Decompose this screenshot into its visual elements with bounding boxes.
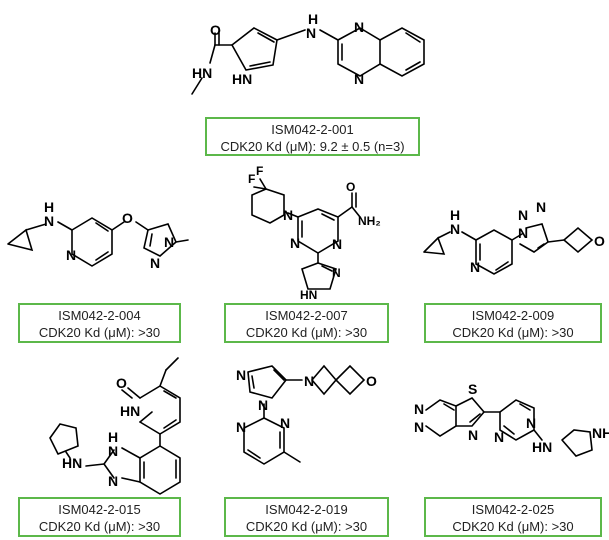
- svg-text:N: N: [280, 415, 290, 431]
- compound-activity: CDK20 Kd (μM): >30: [452, 325, 574, 340]
- svg-text:H: H: [308, 11, 318, 27]
- svg-text:N: N: [494, 429, 504, 445]
- compound-activity: CDK20 Kd (μM): >30: [245, 325, 368, 340]
- svg-text:N: N: [306, 25, 316, 41]
- svg-text:N: N: [518, 207, 528, 223]
- svg-text:S: S: [468, 381, 477, 397]
- svg-text:N: N: [108, 473, 118, 489]
- svg-text:O: O: [210, 22, 221, 38]
- svg-text:N: N: [108, 443, 118, 459]
- compound-id: ISM042-2-015: [58, 502, 141, 517]
- compound-id: ISM042-2-019: [265, 502, 348, 517]
- svg-text:O: O: [122, 210, 133, 226]
- svg-text:H: H: [108, 429, 118, 445]
- svg-text:N: N: [283, 207, 293, 223]
- svg-text:N: N: [66, 247, 76, 263]
- structure-009: H N N N N N O: [423, 199, 605, 275]
- svg-text:H: H: [450, 207, 460, 223]
- svg-text:N: N: [44, 213, 54, 229]
- svg-text:F: F: [248, 172, 255, 186]
- svg-text:O: O: [346, 180, 355, 194]
- compound-label-004: ISM042-2-004 CDK20 Kd (μM): >30: [18, 303, 181, 343]
- svg-text:HN: HN: [62, 455, 82, 471]
- compound-label-009: ISM042-2-009 CDK20 Kd (μM): >30: [424, 303, 602, 343]
- compound-id: ISM042-2-004: [58, 308, 141, 323]
- compound-activity: CDK20 Kd (μM): >30: [245, 519, 368, 534]
- svg-text:N: N: [354, 71, 364, 87]
- svg-text:NH: NH: [592, 425, 609, 441]
- svg-text:N: N: [258, 397, 268, 413]
- svg-text:O: O: [594, 233, 605, 249]
- compound-id: ISM042-2-009: [471, 308, 555, 323]
- svg-text:N: N: [290, 235, 300, 251]
- svg-text:N: N: [332, 236, 342, 252]
- compound-id: ISM042-2-001: [271, 122, 354, 137]
- svg-text:N: N: [164, 234, 174, 250]
- compound-label-015: ISM042-2-015 CDK20 Kd (μM): >30: [18, 497, 181, 537]
- compound-activity: CDK20 Kd (μM): 9.2 ± 0.5 (n=3): [220, 139, 405, 154]
- svg-text:N: N: [536, 199, 546, 215]
- svg-text:N: N: [414, 419, 424, 435]
- structure-007: F F N N N O NH₂ N HN: [248, 164, 381, 302]
- svg-text:N: N: [450, 221, 460, 237]
- svg-text:N: N: [354, 19, 364, 35]
- svg-text:N: N: [518, 225, 528, 241]
- compound-id: ISM042-2-025: [471, 502, 555, 517]
- svg-text:HN: HN: [120, 403, 140, 419]
- svg-text:NH₂: NH₂: [358, 214, 381, 228]
- structure-019: N N N O N N: [236, 364, 377, 465]
- compound-activity: CDK20 Kd (μM): >30: [452, 519, 574, 534]
- svg-text:HN: HN: [532, 439, 552, 455]
- svg-text:N: N: [470, 259, 480, 275]
- structure-004: H N N O N N: [7, 199, 189, 271]
- svg-text:N: N: [236, 367, 246, 383]
- svg-text:F: F: [256, 164, 263, 178]
- svg-text:N: N: [304, 373, 314, 389]
- svg-text:H: H: [44, 199, 54, 215]
- svg-text:HN: HN: [232, 71, 252, 87]
- compound-activity: CDK20 Kd (μM): >30: [38, 325, 161, 340]
- svg-text:N: N: [332, 266, 341, 280]
- svg-text:N: N: [526, 415, 536, 431]
- structure-001: O HN HN H N N N: [191, 11, 425, 95]
- svg-text:N: N: [236, 419, 246, 435]
- svg-text:O: O: [116, 375, 127, 391]
- compound-label-001: ISM042-2-001 CDK20 Kd (μM): 9.2 ± 0.5 (n…: [205, 117, 420, 156]
- svg-text:N: N: [414, 401, 424, 417]
- svg-text:HN: HN: [192, 65, 212, 81]
- compound-label-025: ISM042-2-025 CDK20 Kd (μM): >30: [424, 497, 602, 537]
- svg-text:N: N: [150, 255, 160, 271]
- structure-015: O HN H N HN N: [49, 357, 181, 495]
- compound-id: ISM042-2-007: [265, 308, 348, 323]
- compound-activity: CDK20 Kd (μM): >30: [38, 519, 161, 534]
- svg-text:O: O: [366, 373, 377, 389]
- compound-label-019: ISM042-2-019 CDK20 Kd (μM): >30: [224, 497, 389, 537]
- structure-025: N N S N N N HN NH: [414, 381, 609, 457]
- svg-text:N: N: [468, 427, 478, 443]
- svg-text:HN: HN: [300, 288, 317, 302]
- compound-label-007: ISM042-2-007 CDK20 Kd (μM): >30: [224, 303, 389, 343]
